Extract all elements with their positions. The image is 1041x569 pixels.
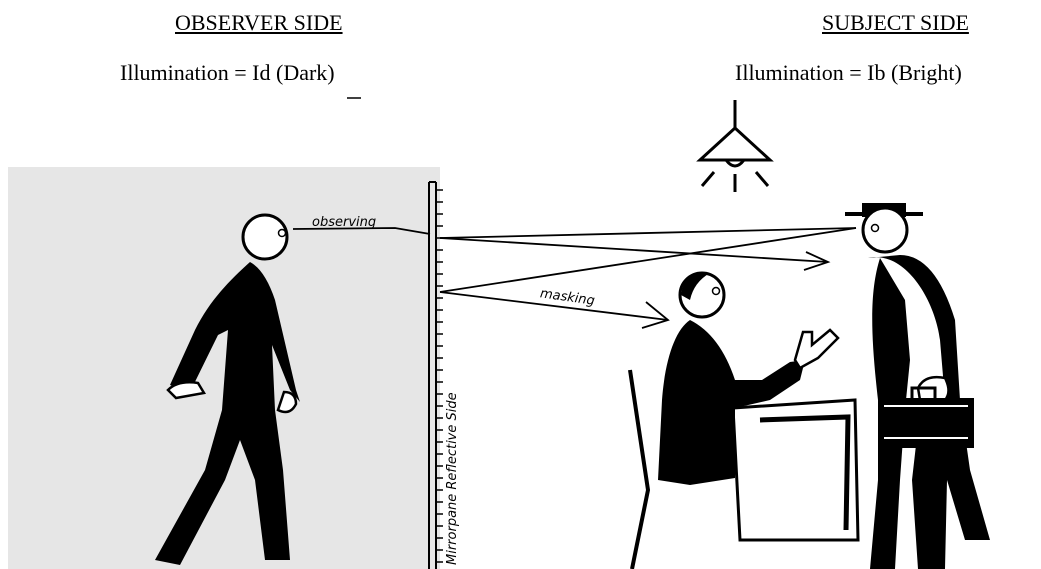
observer-illumination: Illumination = Id (Dark) xyxy=(120,60,335,85)
observer-side-heading: OBSERVER SIDE xyxy=(175,10,343,35)
mirror-label: Mirrorpane Reflective Side xyxy=(445,392,460,565)
seated-subject-figure xyxy=(628,271,840,569)
desk-screen xyxy=(731,398,860,542)
mirror-ticks xyxy=(436,189,443,563)
subject-illumination: Illumination = Ib (Bright) xyxy=(735,60,962,85)
observing-label: observing xyxy=(312,215,376,230)
subject-side-heading: SUBJECT SIDE xyxy=(822,10,969,35)
ceiling-lamp-icon xyxy=(696,100,774,192)
observing-line xyxy=(292,227,431,235)
observer-figure xyxy=(155,213,300,565)
mirror-pane xyxy=(428,181,437,569)
standing-subject-figure xyxy=(845,203,990,569)
reflection-arrows xyxy=(439,227,857,329)
observer-dark-room xyxy=(8,167,440,569)
